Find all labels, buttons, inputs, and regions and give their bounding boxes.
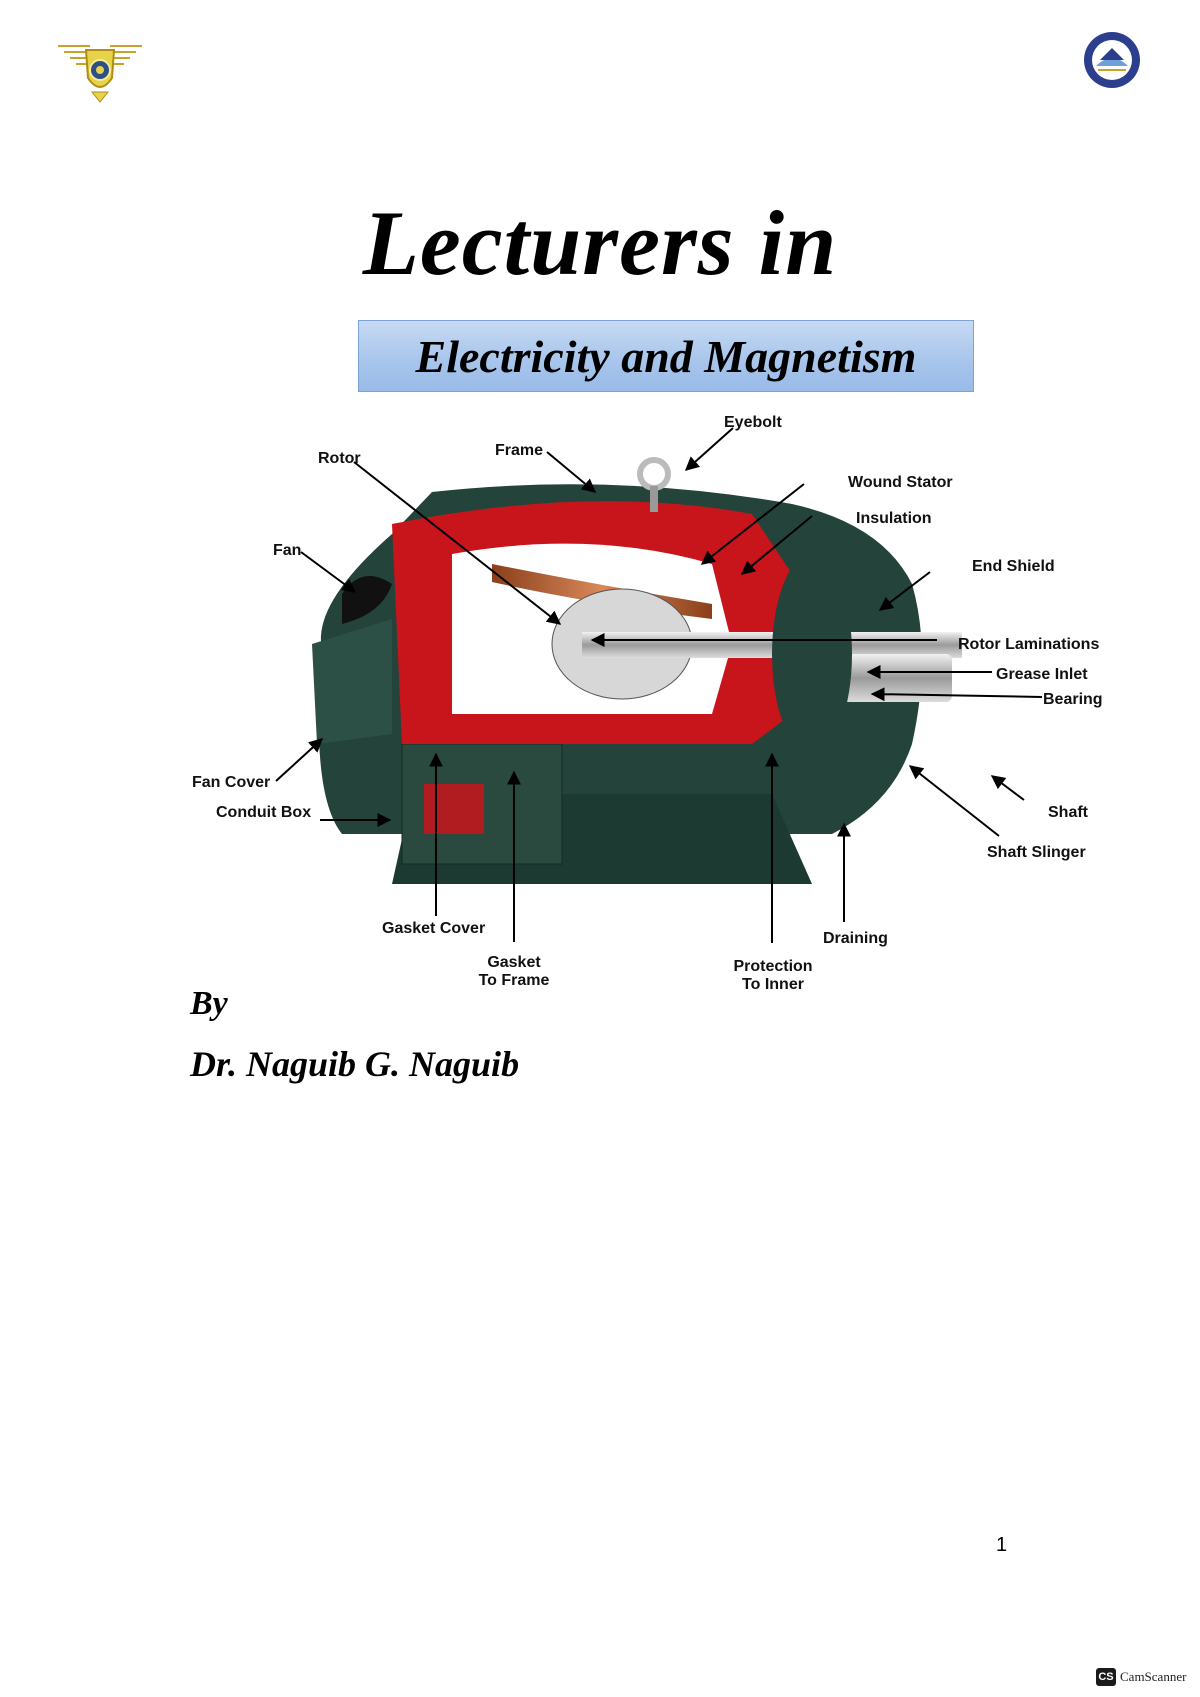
label-protection-line2: To Inner bbox=[742, 976, 804, 993]
label-fan-cover: Fan Cover bbox=[192, 774, 271, 791]
label-rotor-laminations: Rotor Laminations bbox=[958, 636, 1100, 653]
document-subtitle: Electricity and Magnetism bbox=[415, 330, 917, 382]
camscanner-watermark: CS CamScanner bbox=[1096, 1668, 1186, 1686]
label-eyebolt: Eyebolt bbox=[724, 414, 782, 431]
label-end-shield: End Shield bbox=[972, 558, 1055, 575]
university-seal-logo bbox=[1084, 32, 1140, 88]
label-shaft-slinger: Shaft Slinger bbox=[987, 844, 1086, 861]
author-name: Dr. Naguib G. Naguib bbox=[190, 1044, 520, 1084]
label-wound-stator: Wound Stator bbox=[848, 474, 953, 491]
label-frame: Frame bbox=[495, 442, 544, 459]
subtitle-banner: Electricity and Magnetism bbox=[358, 320, 974, 392]
label-gasket-to-frame-line1: Gasket bbox=[487, 954, 541, 971]
motor-cutaway-figure: Rotor Frame Eyebolt Wound Stator Insulat… bbox=[192, 414, 1104, 996]
label-protection-to-inner: Protection To Inner bbox=[727, 958, 819, 994]
camscanner-icon: CS bbox=[1096, 1668, 1116, 1686]
label-shaft: Shaft bbox=[1048, 804, 1088, 821]
camscanner-text: CamScanner bbox=[1120, 1669, 1187, 1684]
by-label: By bbox=[190, 985, 228, 1022]
label-rotor: Rotor bbox=[318, 450, 361, 467]
label-gasket-to-frame: Gasket To Frame bbox=[472, 954, 556, 990]
label-insulation: Insulation bbox=[856, 510, 932, 527]
label-gasket-cover: Gasket Cover bbox=[382, 920, 486, 937]
label-conduit-box: Conduit Box bbox=[216, 804, 312, 821]
motor-illustration bbox=[275, 427, 1043, 943]
label-fan: Fan bbox=[273, 542, 302, 559]
document-title: Lecturers in bbox=[362, 192, 838, 294]
label-bearing: Bearing bbox=[1043, 691, 1103, 708]
label-grease-inlet: Grease Inlet bbox=[996, 666, 1088, 683]
page-number: 1 bbox=[996, 1534, 1008, 1556]
winged-emblem-logo bbox=[58, 45, 142, 103]
label-protection-line1: Protection bbox=[733, 958, 813, 975]
label-draining: Draining bbox=[823, 930, 888, 947]
label-gasket-to-frame-line2: To Frame bbox=[478, 972, 550, 989]
